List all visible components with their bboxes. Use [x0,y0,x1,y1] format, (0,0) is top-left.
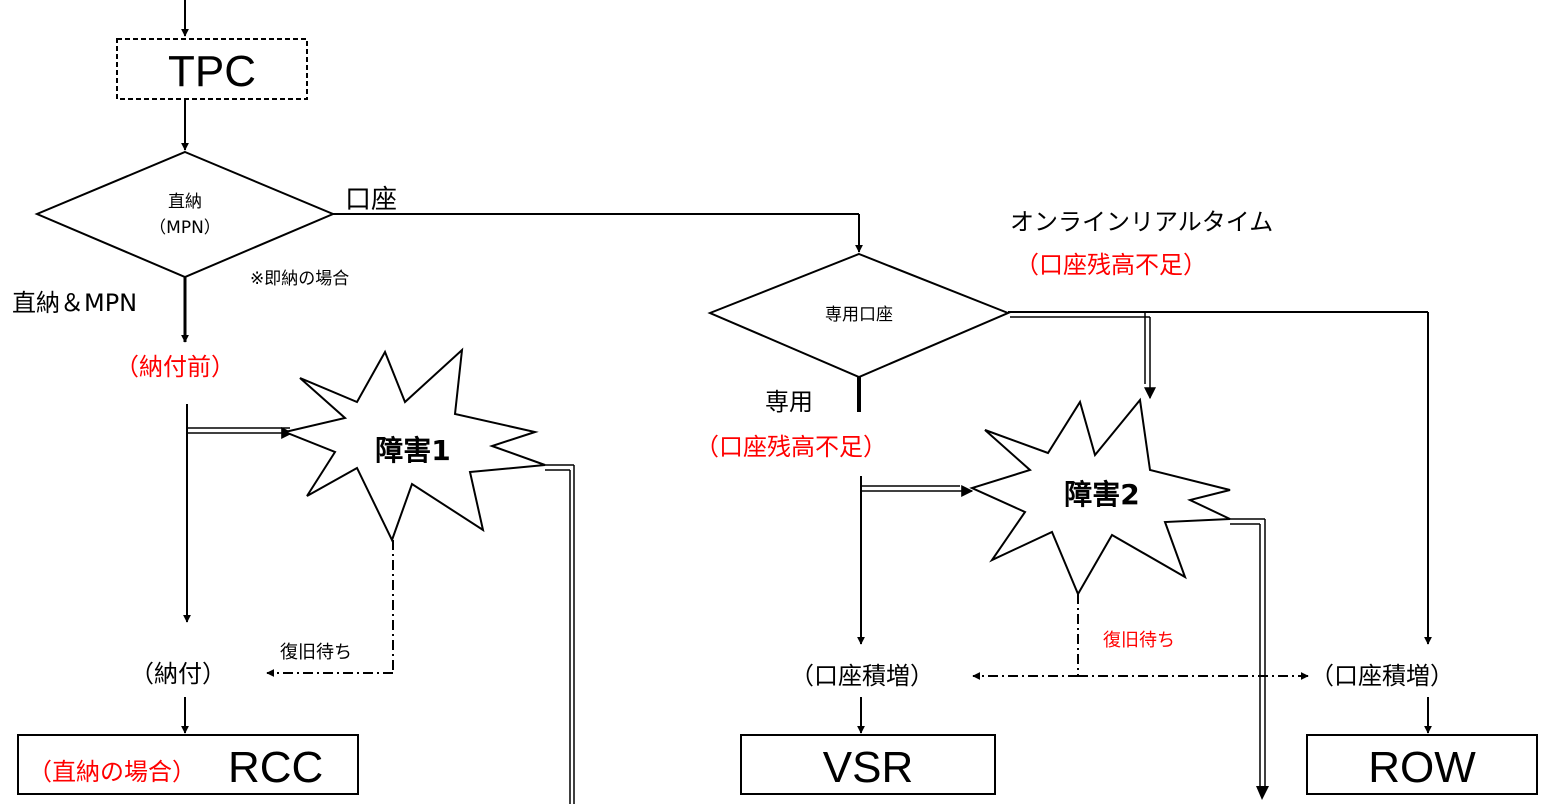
vsr-label: VSR [823,743,913,792]
vsr-box [740,734,996,795]
tpc-label: TPC [168,47,256,96]
nofu-mae-label: （納付前） [115,353,235,381]
chokuno-mpn-label: 直納＆MPN [12,289,137,317]
sokuno-case-label: ※即納の場合 [250,269,349,289]
fault2-burst [969,397,1231,597]
decision1-line2: （MPN） [149,218,221,238]
decision2-label: 専用口座 [825,305,893,325]
fault1-label: 障害1 [375,434,450,467]
koza-sekizo-right-label: （口座積増） [1310,662,1454,690]
koza-label: 口座 [345,185,397,215]
tpc-box [116,38,308,100]
fault1-burst [281,347,546,543]
koza-sekizo-left-label: （口座積増） [790,662,934,690]
zandaka-fusoku-mid-label: （口座残高不足） [695,433,887,461]
fault2-down-arrowhead [1256,786,1269,800]
nofu-label: （納付） [130,660,226,688]
fukkyu-machi-2-label: 復旧待ち [1103,630,1175,651]
fault2-label: 障害2 [1064,478,1139,511]
zandaka-fusoku-right-label: （口座残高不足） [1015,251,1207,279]
rcc-prefix: （直納の場合） [28,758,196,786]
row-box [1306,734,1538,795]
decision1-line1: 直納 [168,192,202,212]
senyo-label: 専用 [765,388,813,416]
decision1-diamond [34,150,336,279]
rcc-label: RCC [228,743,323,792]
online-realtime-label: オンラインリアルタイム [1010,208,1273,236]
row-label: ROW [1368,743,1476,792]
rcc-box [17,734,359,795]
fukkyu-machi-1-label: 復旧待ち [280,642,352,663]
